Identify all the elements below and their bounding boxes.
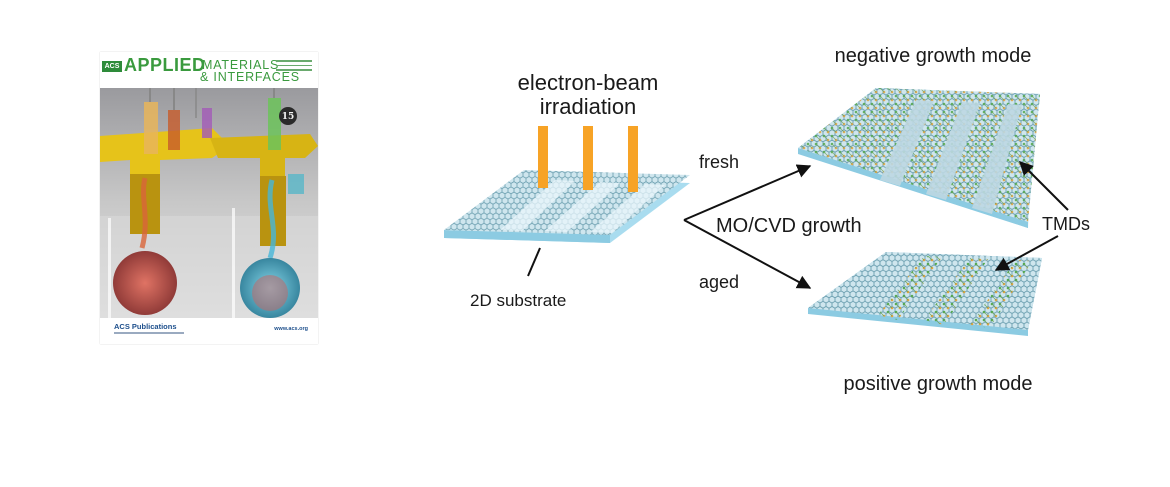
- substrate-label: 2D substrate: [470, 291, 566, 310]
- tmds-pointer-bottom: [994, 235, 1059, 271]
- substrate-negative-mode: [798, 88, 1040, 228]
- growth-schematic: electron-beam irradiation 2D substrate f…: [444, 45, 1090, 395]
- substrate-pointer: [527, 247, 541, 277]
- tmd-stripe: [970, 260, 1032, 328]
- electron-beam: [538, 126, 548, 188]
- negative-mode-label: negative growth mode: [835, 45, 1032, 67]
- issue-number: 15: [282, 112, 295, 122]
- irradiated-stripe: [545, 182, 620, 232]
- cover-artwork: 15: [100, 88, 318, 318]
- fresh-label: fresh: [699, 152, 739, 172]
- cover-masthead: ACS APPLIED MATERIALS & INTERFACES: [100, 52, 318, 86]
- aged-arrow: [683, 219, 812, 289]
- bare-stripe: [972, 104, 1022, 214]
- beam-label-line1: electron-beam: [518, 70, 659, 95]
- journal-website: www.acs.org: [274, 326, 308, 332]
- growth-label: MO/CVD growth: [716, 215, 862, 237]
- irradiated-stripe: [500, 180, 575, 231]
- tmd-stripe: [924, 258, 988, 325]
- tmds-pointer-top: [1019, 161, 1069, 211]
- journal-title-interfaces: & INTERFACES: [200, 70, 300, 84]
- cover-footer: ACS Publications www.acs.org: [100, 319, 318, 344]
- fresh-arrow: [683, 164, 812, 221]
- acs-logo: ACS: [102, 61, 122, 72]
- journal-title-ampersand: &: [200, 70, 210, 84]
- issue-info-lines: [276, 60, 312, 74]
- tmds-label: TMDs: [1042, 214, 1090, 234]
- beam-label-line2: irradiation: [540, 94, 637, 119]
- electron-beam: [583, 126, 593, 190]
- publisher-name: ACS Publications: [114, 322, 177, 331]
- aged-label: aged: [699, 272, 739, 292]
- journal-title-interfaces-word: INTERFACES: [213, 70, 300, 84]
- bare-stripe: [926, 102, 980, 200]
- publisher-tagline: [114, 332, 184, 334]
- tmd-stripe: [878, 256, 942, 320]
- substrate-positive-mode: [808, 252, 1042, 336]
- electron-beam: [628, 126, 638, 192]
- bare-stripe: [880, 100, 934, 186]
- journal-title-materials: MATERIALS: [202, 58, 280, 72]
- journal-title-applied: APPLIED: [124, 55, 206, 75]
- positive-mode-label: positive growth mode: [844, 373, 1033, 395]
- journal-cover: ACS APPLIED MATERIALS & INTERFACES: [100, 52, 318, 344]
- irradiated-stripe: [590, 184, 665, 233]
- substrate-left: [444, 170, 690, 243]
